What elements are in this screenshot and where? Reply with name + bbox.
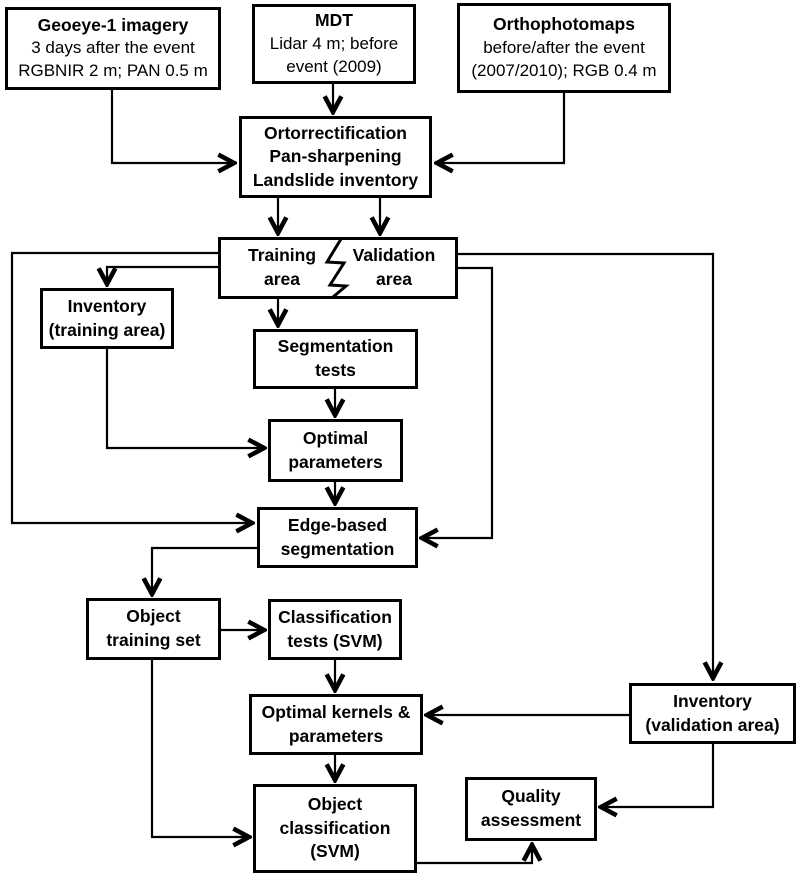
box-orthophotomaps: Orthophotomaps before/after the event (2…: [457, 3, 671, 93]
validation-area-label: Validation area: [341, 244, 447, 291]
box-line: Training: [247, 245, 317, 266]
box-line: Object: [307, 794, 363, 815]
connector-orthophotomaps-to-ortorrectification: [437, 93, 566, 163]
box-subtitle: before/after the event: [483, 37, 645, 57]
box-line: Landslide inventory: [252, 169, 419, 190]
box-line: training set: [106, 630, 201, 650]
box-line: (training area): [48, 319, 166, 340]
box-subtitle: Lidar 4 m; before: [269, 33, 399, 53]
box-inventory-training-area: Inventory (training area): [40, 288, 174, 349]
box-line: Ortorrectification: [264, 122, 407, 143]
box-title: MDT: [315, 10, 353, 31]
box-line: assessment: [480, 810, 582, 830]
box-title: Geoeye-1 imagery: [37, 14, 189, 35]
box-subtitle: event (2009): [286, 56, 382, 76]
connector-edge-segmentation-to-object-training-set: [152, 546, 257, 594]
box-ortorrectification: Ortorrectification Pan-sharpening Landsl…: [239, 116, 432, 198]
connector-object-training-to-object-classification: [150, 660, 249, 837]
box-line: (SVM): [310, 841, 360, 862]
box-line: segmentation: [280, 538, 395, 559]
box-classification-tests-svm: Classification tests (SVM): [268, 599, 402, 660]
box-line: tests: [315, 360, 356, 380]
box-optimal-parameters: Optimal parameters: [268, 419, 403, 482]
box-line: Optimal kernels &: [261, 701, 411, 722]
box-subtitle: (2007/2010); RGB 0.4 m: [471, 60, 657, 80]
box-line: parameters: [288, 725, 384, 746]
box-object-classification-svm: Object classification (SVM): [253, 784, 417, 873]
box-line: classification: [279, 817, 391, 838]
connector-validation-area-to-inventory-validation: [458, 252, 713, 678]
box-line: parameters: [288, 451, 383, 472]
box-line: Optimal: [302, 427, 369, 448]
box-line: Inventory: [67, 295, 147, 316]
box-title: Orthophotomaps: [493, 14, 635, 35]
box-line: Segmentation: [277, 336, 394, 357]
connector-training-area-to-inventory-training: [107, 265, 218, 284]
box-line: Edge-based: [287, 514, 388, 535]
connector-inventory-training-to-optimal-parameters: [105, 349, 264, 448]
box-object-training-set: Object training set: [86, 598, 221, 660]
box-optimal-kernels-parameters: Optimal kernels & parameters: [249, 694, 423, 755]
box-geoeye-imagery: Geoeye-1 imagery 3 days after the event …: [5, 7, 221, 90]
box-line: tests (SVM): [287, 630, 383, 651]
box-line: (validation area): [645, 714, 780, 735]
box-edge-based-segmentation: Edge-based segmentation: [257, 507, 418, 568]
box-line: Quality: [501, 786, 561, 807]
box-inventory-validation-area: Inventory (validation area): [629, 683, 796, 744]
connector-validation-area-to-edge-segmentation: [422, 266, 494, 538]
connector-geoeye-to-ortorrectification: [110, 90, 234, 163]
training-area-label: Training area: [229, 244, 335, 291]
box-line: area: [375, 269, 412, 289]
box-training-validation-area: Training area Validation area: [218, 237, 458, 299]
box-line: area: [263, 269, 300, 289]
box-line: Classification: [278, 606, 392, 627]
box-quality-assessment: Quality assessment: [465, 777, 597, 841]
box-line: Object: [126, 606, 181, 627]
box-subtitle: 3 days after the event: [31, 38, 195, 58]
box-line: Pan-sharpening: [269, 146, 402, 167]
box-segmentation-tests: Segmentation tests: [253, 329, 418, 389]
box-line: Validation: [352, 245, 436, 266]
connector-inventory-validation-to-quality-assessment: [601, 744, 715, 807]
box-subtitle: RGBNIR 2 m; PAN 0.5 m: [18, 61, 208, 81]
box-mdt: MDT Lidar 4 m; before event (2009): [252, 4, 416, 84]
connector-object-classification-to-quality-assessment: [417, 845, 532, 865]
box-line: Inventory: [673, 690, 752, 711]
